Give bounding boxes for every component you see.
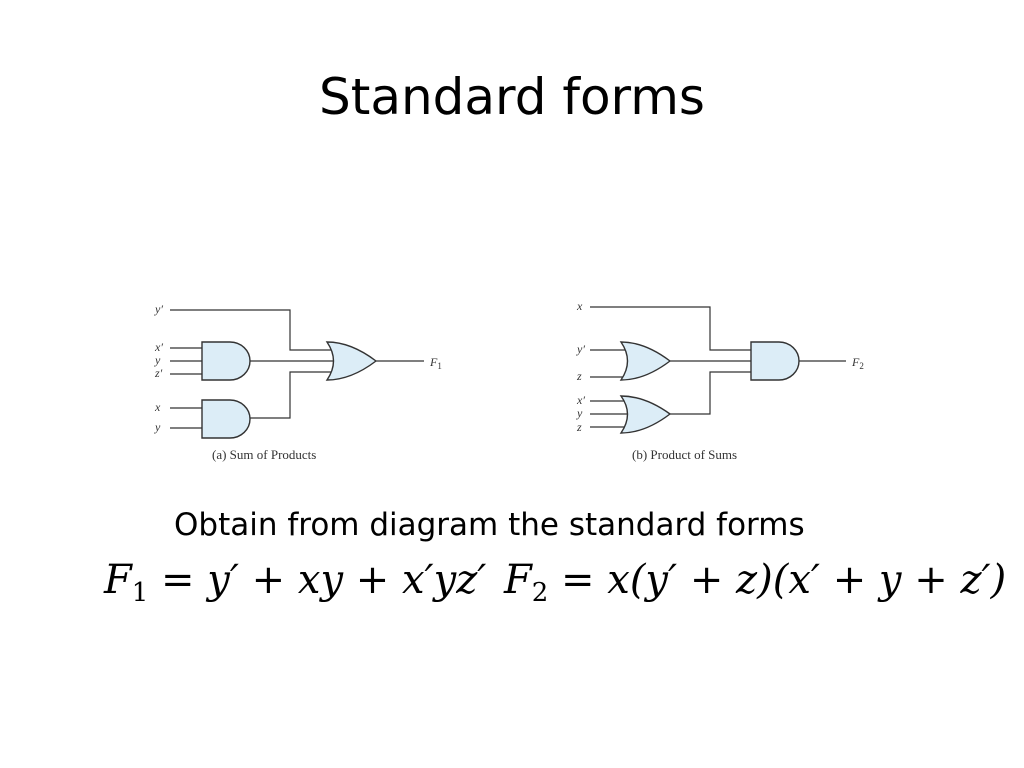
pos-input-x-prime: x′ xyxy=(576,393,585,407)
sop-or-gate xyxy=(325,341,378,381)
sop-and-gate-2 xyxy=(201,399,251,439)
pos-input-y: y xyxy=(576,406,583,420)
pos-and-gate xyxy=(750,341,800,381)
sop-input-z-prime: z′ xyxy=(154,366,163,380)
sop-input-x: x xyxy=(154,400,161,414)
pos-output-label: F2 xyxy=(851,355,864,371)
sop-wire-and2-out xyxy=(250,371,331,419)
pos-circuit: x y′ z x′ y z F2 (b) Product of Sums xyxy=(576,299,864,462)
equation-f2: F2 = x(y′ + z)(x′ + y + z′) xyxy=(504,556,1006,617)
equation-f2-name: F xyxy=(504,557,532,603)
sop-input-x-prime: x′ xyxy=(154,340,163,354)
pos-or-gate-1 xyxy=(619,341,672,381)
equation-f1-name: F xyxy=(104,557,132,603)
sop-input-y-2: y xyxy=(154,420,161,434)
equation-f2-sub: 2 xyxy=(531,578,549,608)
pos-caption: (b) Product of Sums xyxy=(632,447,737,462)
pos-or-gate-2 xyxy=(619,395,672,434)
sop-and-gate-1 xyxy=(201,341,251,381)
pos-wire-or2-inputs xyxy=(590,400,628,428)
sop-output-label: F1 xyxy=(429,355,442,371)
pos-wire-or1-inputs xyxy=(590,349,625,378)
pos-input-y-prime: y′ xyxy=(576,342,585,356)
pos-input-z: z xyxy=(576,369,582,383)
instruction-text: Obtain from diagram the standard forms xyxy=(174,507,805,543)
sop-wire-y-prime xyxy=(170,309,331,351)
equation-f1-rhs: = y′ + xy + x′yz′ xyxy=(148,557,487,603)
pos-input-z-2: z xyxy=(576,420,582,434)
sop-wire-and1-inputs xyxy=(170,347,202,375)
pos-wire-x xyxy=(590,306,751,351)
sop-caption: (a) Sum of Products xyxy=(212,447,316,462)
sop-input-y: y xyxy=(154,353,161,367)
equation-f1: F1 = y′ + xy + x′yz′ xyxy=(104,556,486,617)
slide-title: Standard forms xyxy=(319,68,705,126)
equation-f1-sub: 1 xyxy=(131,578,149,608)
sop-input-y-prime: y′ xyxy=(154,302,163,316)
sop-circuit: y′ x′ y z′ x y F1 (a) Sum of Products xyxy=(154,302,442,462)
equation-f2-rhs: = x(y′ + z)(x′ + y + z′) xyxy=(548,557,1007,603)
pos-wire-or2-out xyxy=(670,371,751,415)
pos-input-x: x xyxy=(576,299,583,313)
sop-wire-and2-inputs xyxy=(170,407,202,429)
